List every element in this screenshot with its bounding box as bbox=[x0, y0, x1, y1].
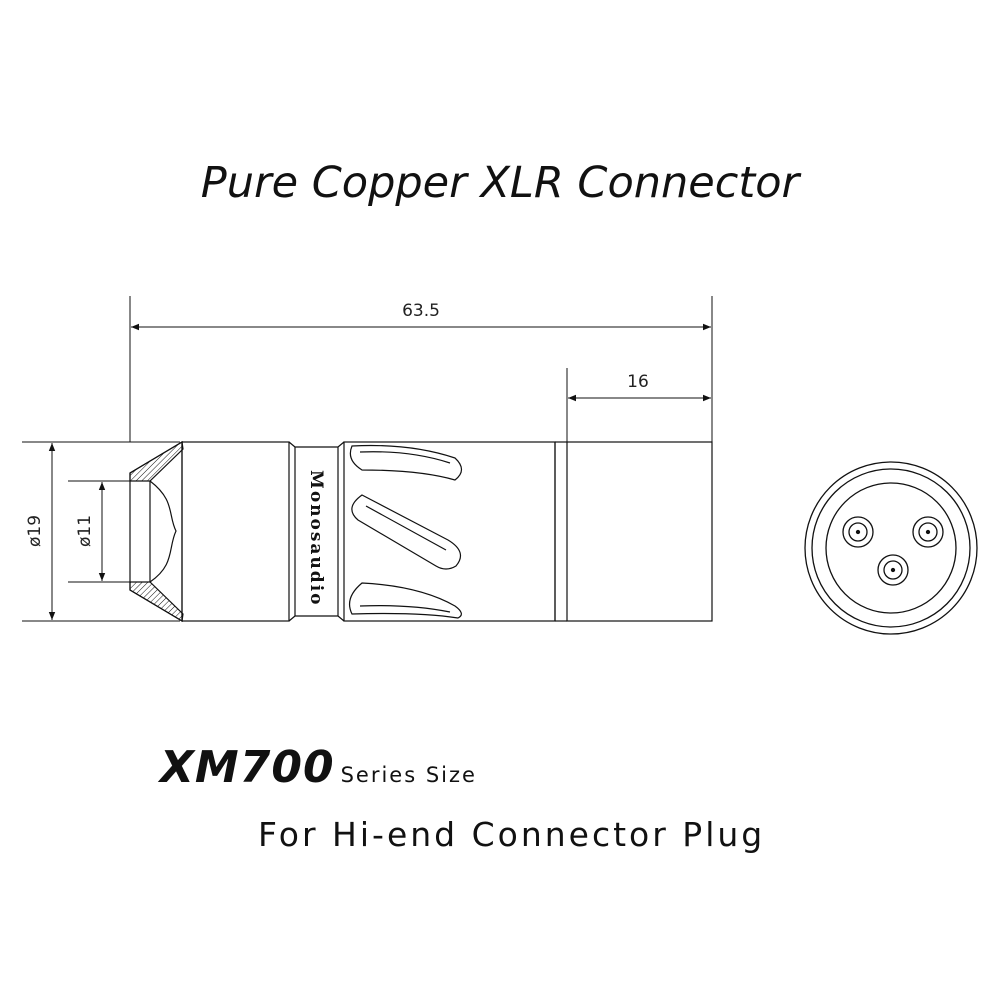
rear-length-label: 16 bbox=[627, 372, 649, 392]
end-outer-ring-inner bbox=[811, 468, 971, 628]
extension-lines bbox=[22, 296, 713, 622]
page-title: Pure Copper XLR Connector bbox=[200, 158, 800, 208]
connector-side-view bbox=[129, 440, 713, 623]
brand-label: Monosaudio bbox=[306, 470, 326, 607]
front-hatch-bottom bbox=[129, 581, 184, 622]
grip-slot-top bbox=[349, 444, 463, 481]
pin-2-icon bbox=[912, 516, 944, 548]
grip-slot-middle bbox=[351, 494, 462, 570]
pin-3-icon bbox=[877, 554, 909, 586]
body-rear bbox=[566, 441, 713, 622]
neck-bottom bbox=[288, 615, 345, 622]
inner-diameter-label: ø11 bbox=[75, 515, 95, 547]
model-name: XM700 bbox=[160, 742, 335, 793]
series-size-text: Series Size bbox=[340, 763, 477, 787]
outer-diameter-label: ø19 bbox=[25, 515, 45, 547]
connector-end-view bbox=[804, 461, 978, 635]
tagline: For Hi-end Connector Plug bbox=[258, 815, 766, 854]
end-insert bbox=[825, 482, 957, 614]
front-hatch-top bbox=[129, 441, 184, 482]
front-bore-curve bbox=[149, 480, 177, 583]
grip-slot-bottom bbox=[349, 582, 462, 619]
body-front bbox=[181, 441, 290, 622]
pin-1-icon bbox=[842, 516, 874, 548]
body-grip bbox=[343, 441, 556, 622]
end-outer-ring bbox=[804, 461, 978, 635]
overall-length-label: 63.5 bbox=[402, 301, 440, 321]
neck-top bbox=[288, 441, 345, 448]
